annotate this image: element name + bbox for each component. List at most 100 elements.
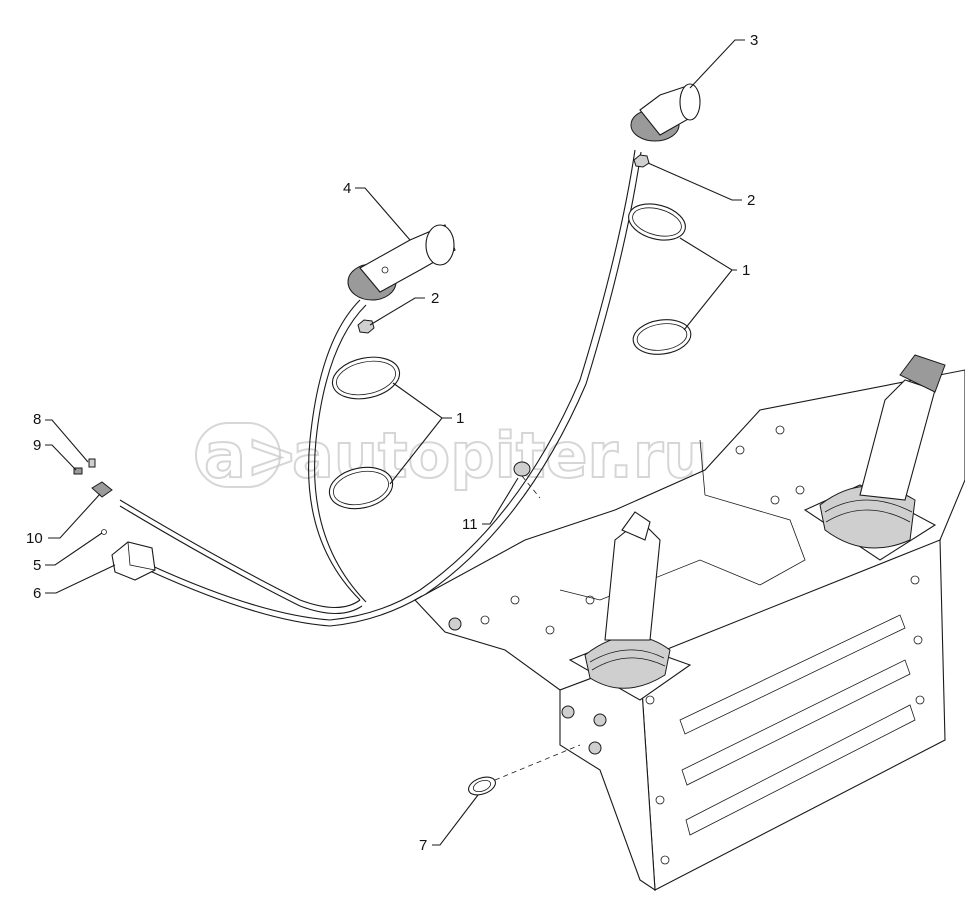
- frame-hole: [480, 615, 490, 625]
- leader-2-left: [369, 297, 425, 326]
- callout-2-right: 2: [747, 192, 755, 209]
- harness-branch-4: [308, 299, 361, 601]
- nut-part-2-right: [633, 154, 650, 168]
- callout-3: 3: [750, 32, 758, 49]
- leader-5: [45, 532, 103, 566]
- joystick-left-top: [621, 511, 651, 541]
- leader-6: [45, 564, 116, 594]
- joystick-left-stick: [604, 519, 661, 641]
- leader-1-top-a: [679, 237, 737, 271]
- handle-4: [347, 224, 456, 301]
- leader-1-top-b: [683, 269, 733, 331]
- frame-slot-1: [679, 614, 906, 735]
- connector-part-6-edge: [127, 541, 156, 571]
- frame-hole: [770, 495, 780, 505]
- watermark-logo-frame: [195, 422, 281, 488]
- joystick-right: [803, 354, 946, 561]
- leader-9: [45, 444, 77, 471]
- gasket-part-1-c-inner: [632, 207, 682, 237]
- nut-part-2-left: [357, 319, 375, 334]
- callout-6: 6: [33, 585, 41, 602]
- control-frame: [414, 369, 965, 892]
- frame-hole: [735, 445, 745, 455]
- leader-8: [45, 419, 89, 463]
- grommet-part-11: [513, 461, 531, 477]
- gasket-part-1-c: [628, 203, 686, 241]
- grommet-part-11-path: [521, 475, 541, 499]
- frame-bolt: [588, 741, 602, 755]
- leader-4: [355, 187, 411, 241]
- harness-branch-3: [419, 149, 636, 591]
- frame-slot-2: [681, 659, 911, 786]
- joystick-left: [568, 511, 692, 701]
- gasket-part-1-a: [331, 356, 401, 400]
- callout-10: 10: [26, 530, 43, 547]
- part-8-pin: [88, 458, 96, 468]
- frame-bolt: [448, 617, 462, 631]
- frame-hole: [510, 595, 520, 605]
- callout-2-left: 2: [431, 290, 439, 307]
- leader-7: [432, 794, 479, 846]
- callout-9: 9: [33, 437, 41, 454]
- gasket-part-1-a-inner: [336, 360, 396, 396]
- handle-3-end: [679, 83, 701, 121]
- frame-bolt: [561, 705, 575, 719]
- frame-hole: [655, 795, 665, 805]
- leader-3: [689, 39, 745, 89]
- clamp-part-7: [468, 776, 496, 796]
- callout-7: 7: [419, 837, 427, 854]
- joystick-left-boot-folds: [589, 649, 666, 671]
- frame-hole: [660, 855, 670, 865]
- callout-5: 5: [33, 557, 41, 574]
- part-10-connector: [91, 481, 113, 498]
- frame-hole: [795, 485, 805, 495]
- handle-3: [630, 83, 701, 142]
- joystick-right-boot-folds: [824, 499, 913, 523]
- callout-11: 11: [462, 516, 478, 533]
- frame-hole: [585, 595, 595, 605]
- frame-holes: [480, 425, 925, 865]
- joystick-right-boot: [819, 485, 916, 549]
- frame-hole: [775, 425, 785, 435]
- leader-1-mid-b: [389, 417, 443, 485]
- watermark: a> autopiter.ru: [195, 418, 709, 493]
- callout-8: 8: [33, 411, 41, 428]
- callout-1-top: 1: [742, 262, 750, 279]
- callout-4: 4: [343, 180, 351, 197]
- callout-1-mid: 1: [456, 410, 464, 427]
- frame-hole: [910, 575, 920, 585]
- handle-4-end: [425, 224, 455, 266]
- frame-hole: [545, 625, 555, 635]
- clamp-part-7-path: [494, 744, 581, 781]
- gasket-part-1-d: [632, 319, 692, 355]
- frame-slots: [679, 614, 916, 836]
- part-5-seal: [101, 529, 107, 535]
- harness-cable-upper-edge: [119, 505, 363, 614]
- clamp-part-7-inner: [472, 779, 492, 793]
- watermark-logo: a>: [204, 419, 298, 492]
- frame-hole: [915, 695, 925, 705]
- joystick-right-head: [899, 354, 946, 393]
- frame-plate-cutout: [699, 439, 806, 586]
- part-9-pin: [73, 467, 83, 475]
- frame-bolt: [593, 713, 607, 727]
- frame-top-plate: [414, 369, 965, 691]
- harness-cable-lower: [149, 564, 421, 621]
- handle-4-screw: [381, 266, 389, 274]
- frame-slot-3: [685, 704, 916, 836]
- leader-10: [48, 493, 101, 539]
- leader-11: [482, 477, 519, 525]
- frame-hole: [645, 695, 655, 705]
- harness-cable-lower-edge: [149, 570, 423, 627]
- leader-1-mid-a: [392, 382, 452, 419]
- leader-lines: [45, 39, 745, 846]
- harness-cable-upper: [119, 499, 361, 608]
- harness-branch-4-edge: [314, 304, 367, 603]
- callout-labels: 3 4 2 2 1 1 8 9 10 5 6 11 7: [26, 32, 758, 854]
- leader-2-right: [647, 162, 742, 201]
- gasket-part-1-d-inner: [636, 323, 688, 351]
- connector-part-6: [111, 541, 156, 581]
- gasket-part-1-b-inner: [333, 470, 389, 506]
